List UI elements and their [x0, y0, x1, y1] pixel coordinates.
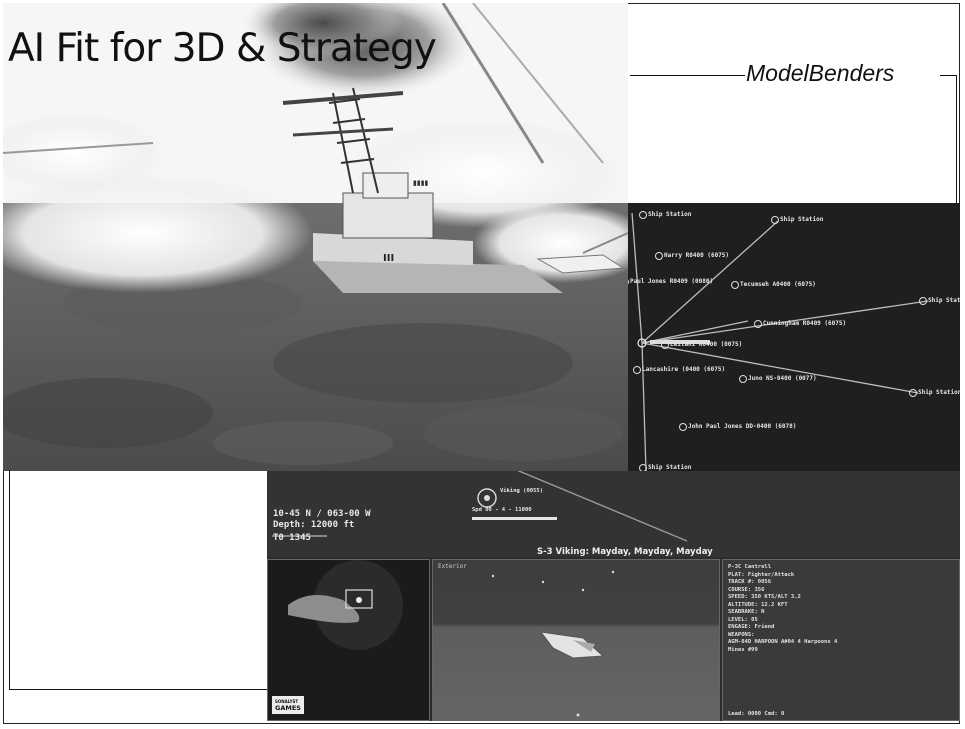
sim-time: T0 1345 — [273, 533, 311, 543]
unit-label: Juno NS-0400 (0077) — [748, 375, 817, 382]
connector-line — [9, 689, 267, 690]
globe-panel: SONALYST GAMES — [267, 559, 430, 721]
unit-marker-icon — [633, 366, 641, 374]
view-label: Exterior — [438, 563, 467, 570]
aircraft-art — [491, 570, 615, 717]
games-logo-line2: GAMES — [275, 704, 301, 712]
unit-marker-icon — [739, 375, 747, 383]
unit-label: Ship Station — [780, 216, 824, 223]
globe-art — [288, 560, 403, 650]
track-info-line: WEAPONS: — [728, 631, 755, 638]
brand-leader-line — [630, 75, 745, 76]
unit-label: Tecumseh A0400 (6075) — [740, 281, 816, 288]
unit-label: John Paul Jones DD-0400 (6078) — [688, 423, 797, 430]
track-info-line: COURSE: 356 — [728, 586, 765, 593]
tactical-lines — [631, 212, 929, 472]
track-info-line: ENGAGE: Friend — [728, 624, 775, 630]
track-info-line: SEABRAKE: N — [728, 609, 765, 615]
unit-label: Cunningham R0409 (6075) — [763, 320, 847, 327]
ship-scene-art: ▮▮▮▮ III — [3, 3, 628, 471]
svg-text:III: III — [383, 253, 394, 264]
connector-line — [9, 470, 10, 690]
track-info-line: LEVEL: 05 — [728, 616, 758, 623]
connector-line — [940, 75, 956, 76]
exterior-view-panel: Exterior — [432, 559, 720, 721]
mayday-message: S-3 Viking: Mayday, Mayday, Mayday — [537, 547, 713, 557]
unit-marker-icon — [754, 320, 762, 328]
page-title: AI Fit for 3D & Strategy — [8, 26, 437, 71]
svg-text:▮▮▮▮: ▮▮▮▮ — [413, 179, 429, 187]
unit-marker-icon — [731, 281, 739, 289]
ship-combat-screenshot: ▮▮▮▮ III — [3, 3, 628, 471]
sim-overview-art — [272, 471, 688, 542]
unit-marker-icon — [919, 297, 927, 305]
track-info-line: PLAT: Fighter/Attack — [728, 571, 795, 578]
unit-marker-icon — [661, 341, 669, 349]
unit-marker-icon — [679, 423, 687, 431]
track-info-line: AGM-84D HARPOON A#04 4 Harpoons 4 — [728, 639, 838, 645]
sim-overview: 10-45 N / 063-00 W Depth: 12000 ft T0 13… — [267, 471, 960, 557]
track-info-footer: Lead: 0000 Cmd: 0 — [728, 711, 785, 717]
track-info-line: SPEED: 350 KTS/ALT 3.2 — [728, 594, 801, 600]
unit-label: Ship Station — [928, 297, 960, 304]
unit-marker-icon — [771, 216, 779, 224]
unit-label: Paul Jones R0409 (0080) — [630, 278, 714, 285]
sim-depth: Depth: 12000 ft — [273, 520, 355, 530]
unit-label: Harry R0400 (6075) — [664, 252, 730, 259]
unit-marker-icon — [655, 252, 663, 260]
unit-marker-icon — [909, 389, 917, 397]
unit-label: Ship Station — [648, 211, 692, 218]
track-info-line: P-3C Cantrell — [728, 564, 772, 570]
unit-marker-icon — [639, 211, 647, 219]
games-logo-line1: SONALYST — [275, 699, 299, 704]
sim-target-sub: Spd 00 - 4 - 11000 — [472, 507, 532, 513]
sim-coordinates: 10-45 N / 063-00 W — [273, 509, 371, 519]
unit-label: Lancashire (0400 (6075) — [642, 366, 726, 373]
track-info-line: Mines #99 — [728, 646, 758, 653]
sim-target-label: Viking (0055) — [500, 488, 544, 494]
track-info-line: ALTITUDE: 12.2 KFT — [728, 601, 788, 608]
games-logo: SONALYST GAMES — [272, 696, 304, 714]
unit-label: Ship Station — [918, 389, 960, 396]
brand-name: ModelBenders — [746, 60, 895, 86]
unit-label: Ship Station — [648, 464, 692, 471]
naval-sim-screenshot: 10-45 N / 063-00 W Depth: 12000 ft T0 13… — [267, 471, 960, 721]
unit-label: Leilani R0400 (0075) — [670, 341, 743, 348]
track-info-line: TRACK #: 0056 — [728, 579, 772, 585]
